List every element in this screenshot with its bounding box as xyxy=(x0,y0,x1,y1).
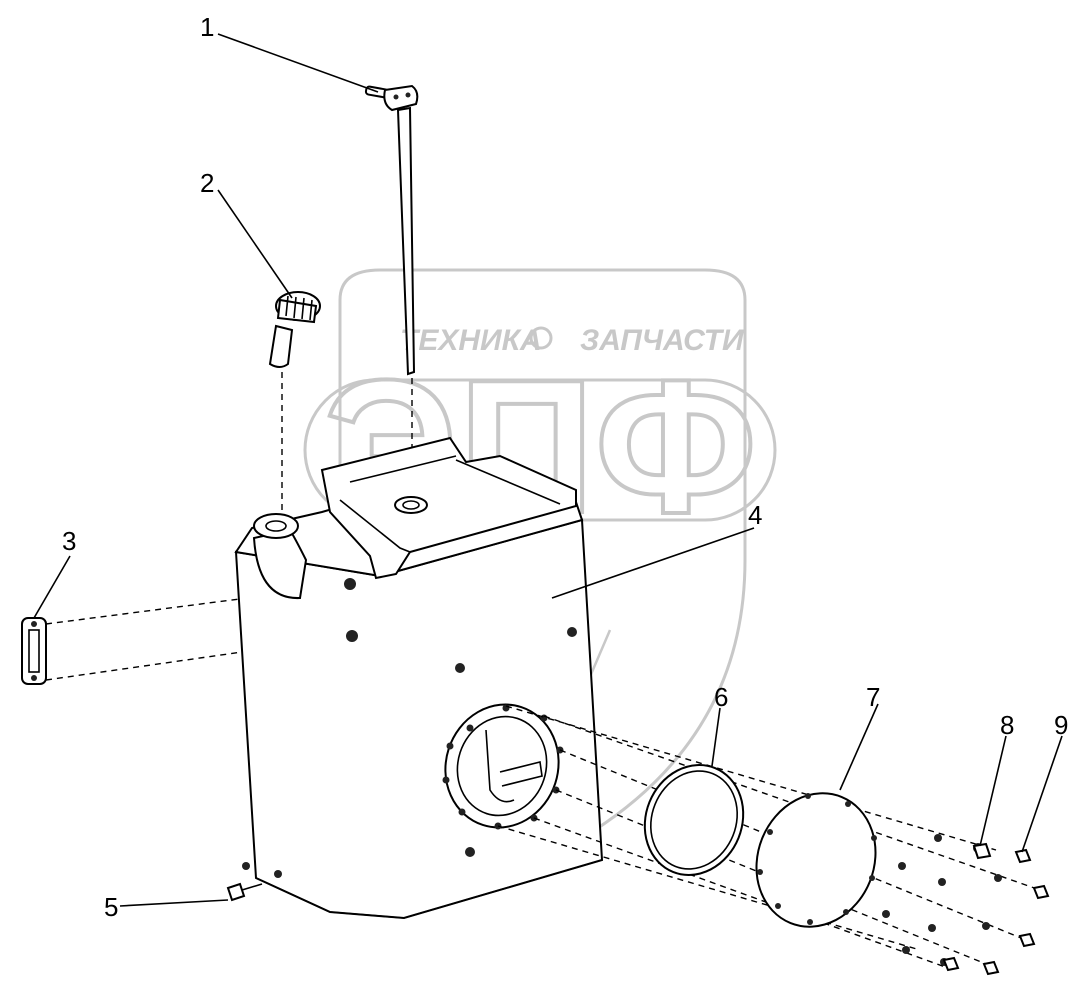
leader-lines xyxy=(33,33,1063,907)
callout-1: 1 xyxy=(200,12,214,42)
part-6-gasket xyxy=(643,764,745,876)
part-1-dipstick xyxy=(364,84,419,376)
callout-4: 4 xyxy=(748,500,762,530)
part-3-sight-glass xyxy=(21,617,47,685)
callout-3: 3 xyxy=(62,526,76,556)
callout-6: 6 xyxy=(714,682,728,712)
watermark-left-word: ТЕХНИКА xyxy=(400,324,542,357)
watermark-right-word: ЗАПЧАСТИ xyxy=(580,324,745,357)
watermark-gear-icon xyxy=(529,326,553,350)
callout-9: 9 xyxy=(1054,710,1068,740)
part-7-cover-plate xyxy=(755,792,877,928)
part-9-bolts xyxy=(942,842,1050,976)
callout-7: 7 xyxy=(866,682,880,712)
part-5-bolt xyxy=(226,882,263,902)
part-4-tank xyxy=(234,436,604,920)
dash-guides-flange xyxy=(497,705,1041,969)
callout-5: 5 xyxy=(104,892,118,922)
part-2-filler-strainer xyxy=(268,291,321,368)
callout-2: 2 xyxy=(200,168,214,198)
callout-8: 8 xyxy=(1000,710,1014,740)
